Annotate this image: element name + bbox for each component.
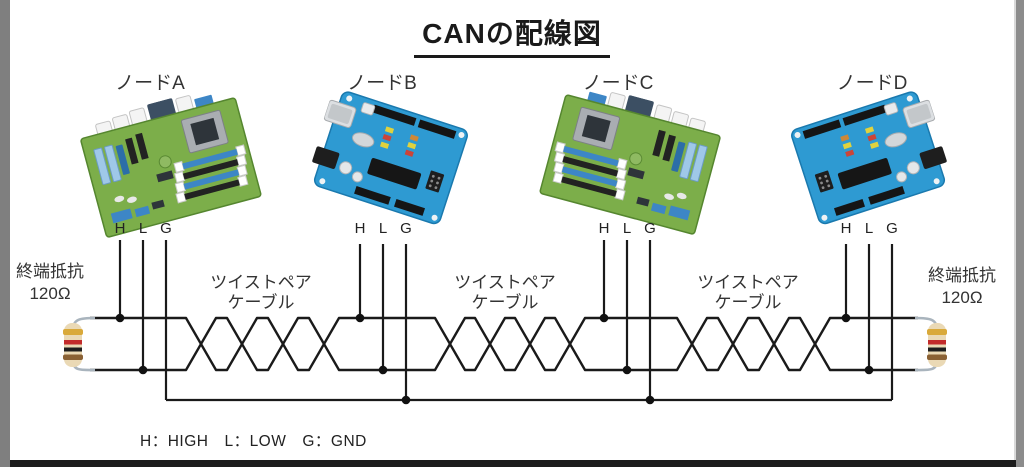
- left-terminator-label: 終端抵抗 120Ω: [5, 261, 95, 305]
- left-terminator-value: 120Ω: [29, 284, 71, 303]
- node-b-pin-g-label: G: [400, 220, 412, 237]
- right-gray-band: [1014, 0, 1024, 467]
- bottom-dark-band: [10, 460, 1016, 467]
- node-c-label: ノードC: [582, 73, 654, 94]
- ram-slots: [552, 141, 628, 201]
- cable-1-line1: ツイストペア: [210, 273, 312, 292]
- page-title: CANの配線図: [414, 12, 610, 58]
- led-cluster: [379, 126, 419, 157]
- node-a-motherboard-illustration: [74, 80, 269, 240]
- cable-label-1: ツイストペア ケーブル: [196, 273, 326, 313]
- led-cluster: [840, 126, 880, 157]
- pin-legend: H：HIGH L：LOW G：GND: [140, 433, 367, 450]
- left-gray-band: [0, 0, 10, 467]
- arduino-icon: [791, 91, 947, 225]
- left-terminator-name: 終端抵抗: [16, 262, 84, 281]
- node-a-pin-l-label: L: [138, 220, 148, 237]
- node-a-label: ノードA: [115, 73, 185, 94]
- right-resistor-icon: [914, 316, 947, 372]
- node-c-motherboard-illustration: [531, 77, 726, 237]
- node-b-pin-h-label: H: [354, 220, 366, 237]
- node-d-pin-g-label: G: [886, 220, 898, 237]
- right-terminator-value: 120Ω: [941, 288, 983, 307]
- node-c-pin-h-label: H: [598, 220, 610, 237]
- node-d-label: ノードD: [836, 73, 908, 94]
- can-high-wire: [90, 316, 918, 372]
- motherboard-icon: [539, 91, 721, 235]
- node-c-pin-l-label: L: [622, 220, 632, 237]
- node-c-pin-g-label: G: [644, 220, 656, 237]
- pin-wires: [118, 240, 894, 400]
- arduino-icon: [312, 91, 468, 225]
- node-d-pin-h-label: H: [840, 220, 852, 237]
- cable-2-line1: ツイストペア: [454, 273, 556, 292]
- cable-label-3: ツイストペア ケーブル: [683, 273, 813, 313]
- right-terminator-label: 終端抵抗 120Ω: [917, 265, 1007, 309]
- node-a-pin-g-label: G: [160, 220, 172, 237]
- node-b-arduino-illustration: [302, 84, 477, 230]
- left-resistor-icon: [63, 316, 96, 372]
- title-container: CANの配線図: [0, 12, 1024, 58]
- cable-3-line1: ツイストペア: [697, 273, 799, 292]
- cable-1-line2: ケーブル: [227, 293, 295, 312]
- ram-slots: [173, 144, 249, 204]
- junction-dots: [115, 313, 874, 405]
- can-low-wire: [90, 316, 918, 372]
- node-a-pin-h-label: H: [114, 220, 126, 237]
- node-b-label: ノードB: [347, 73, 417, 94]
- node-d-pin-l-label: L: [864, 220, 874, 237]
- right-terminator-name: 終端抵抗: [928, 266, 996, 285]
- motherboard-icon: [80, 94, 262, 238]
- cable-label-2: ツイストペア ケーブル: [440, 273, 570, 313]
- node-d-arduino-illustration: [781, 84, 956, 230]
- cable-3-line2: ケーブル: [714, 293, 782, 312]
- node-b-pin-l-label: L: [378, 220, 388, 237]
- cable-2-line2: ケーブル: [471, 293, 539, 312]
